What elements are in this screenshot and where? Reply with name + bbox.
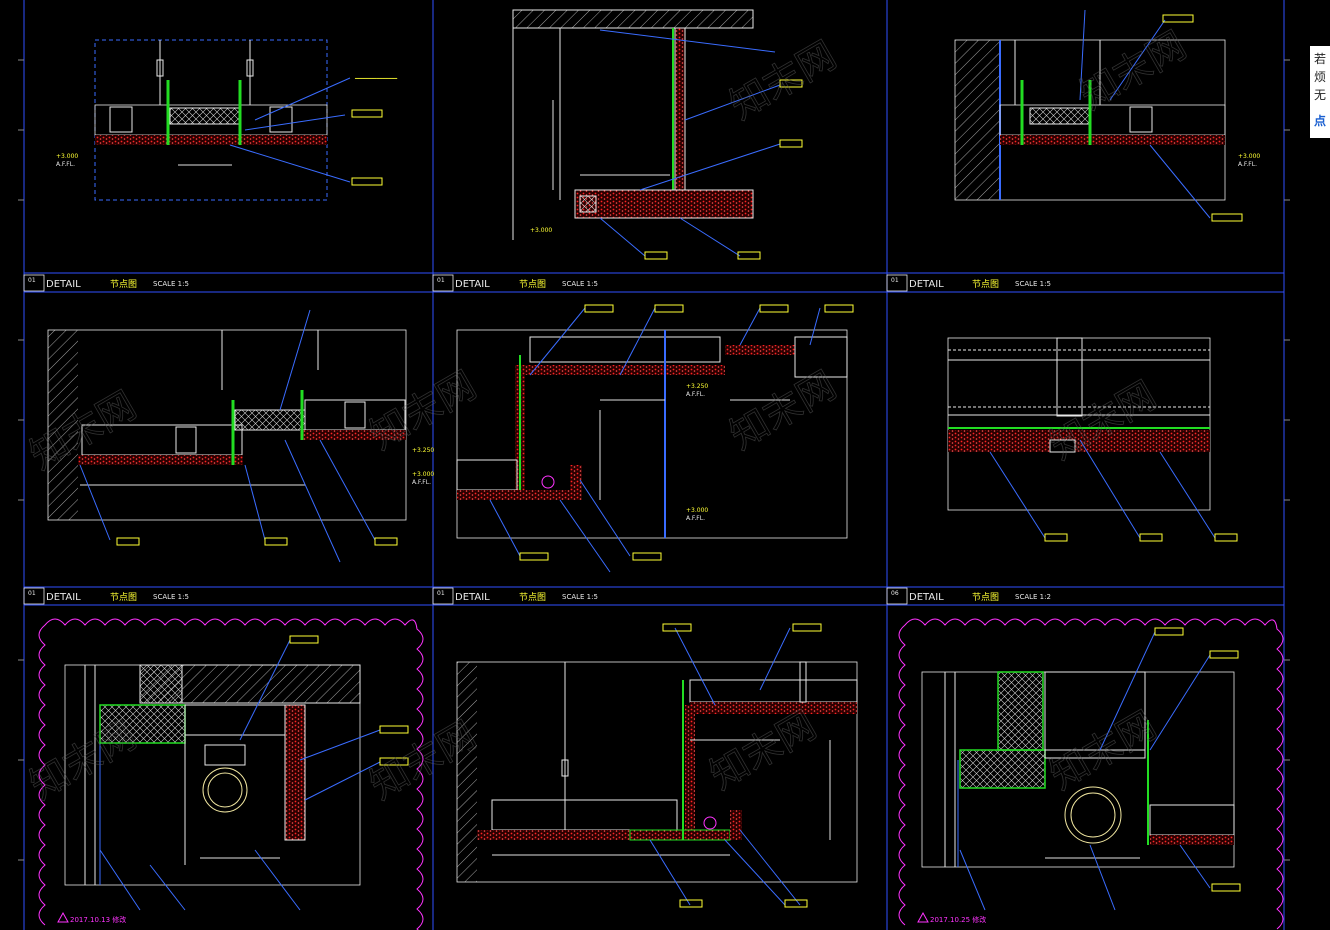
watermark: 知末网 (723, 33, 844, 128)
detail-drawing-1[interactable]: ━━━━━━━━━━━━━━ +3.000 A.F.FL. (56, 39, 398, 201)
watermark: 知末网 (363, 363, 484, 458)
detail-scale: SCALE 1:2 (1015, 593, 1051, 601)
watermark: 知末网 (723, 363, 844, 458)
detail-drawing-5[interactable]: +3.250 A.F.FL. +3.000 A.F.FL. (456, 304, 854, 573)
revision-cloud (898, 618, 1284, 930)
title-bar-6[interactable]: 06 DETAIL 节点图 SCALE 1:2 (886, 587, 1051, 605)
detail-scale: SCALE 1:5 (562, 593, 598, 601)
detail-drawing-4[interactable]: +3.250 +3.000 A.F.FL. (47, 309, 434, 563)
detail-cn-title: 节点图 (110, 279, 137, 290)
watermark: 知末网 (1073, 23, 1194, 118)
popup-text-line: 若 (1314, 52, 1327, 66)
level-mark: +3.000 (686, 507, 708, 514)
level-mark: +3.250 (686, 383, 708, 390)
popup-text-line: 无 (1314, 88, 1327, 102)
title-bar-1[interactable]: 01 DETAIL 节点图 SCALE 1:5 (23, 274, 189, 292)
detail-number: 01 (437, 277, 445, 284)
detail-title: DETAIL (909, 592, 944, 603)
detail-cn-title: 节点图 (972, 592, 999, 603)
level-mark: +3.000 (412, 471, 434, 478)
detail-cn-title: 节点图 (110, 592, 137, 603)
detail-cn-title: 节点图 (519, 592, 546, 603)
detail-scale: SCALE 1:5 (1015, 280, 1051, 288)
detail-title: DETAIL (455, 592, 490, 603)
detail-scale: SCALE 1:5 (562, 280, 598, 288)
detail-drawing-2[interactable]: +3.000 (512, 9, 803, 260)
detail-number: 01 (28, 590, 36, 597)
level-mark: +3.250 (412, 447, 434, 454)
detail-cn-title: 节点图 (519, 279, 546, 290)
detail-title: DETAIL (455, 279, 490, 290)
detail-number: 01 (437, 590, 445, 597)
sheet-frame (23, 0, 1285, 930)
level-ref: A.F.FL. (686, 515, 705, 522)
level-mark: +3.000 (530, 227, 552, 234)
detail-cn-title: 节点图 (972, 279, 999, 290)
level-ref: A.F.FL. (686, 391, 705, 398)
detail-title: DETAIL (46, 592, 81, 603)
watermark: 知末网 (23, 713, 144, 808)
revision-note: 2017.10.25 修改 (930, 915, 986, 924)
detail-drawing-9[interactable]: 2017.10.25 修改 (898, 618, 1284, 930)
watermark: 知末网 (1043, 373, 1164, 468)
popup-text-line: 烦 (1314, 70, 1327, 84)
title-bar-5[interactable]: 01 DETAIL 节点图 SCALE 1:5 (432, 587, 598, 605)
edge-ticks (18, 59, 1290, 861)
detail-number: 01 (891, 277, 899, 284)
level-ref: A.F.FL. (56, 161, 75, 168)
level-mark: +3.000 (1238, 153, 1260, 160)
detail-number: 06 (891, 590, 899, 597)
watermark: 知末网 (703, 703, 824, 798)
title-bar-3[interactable]: 01 DETAIL 节点图 SCALE 1:5 (886, 274, 1051, 292)
detail-number: 01 (28, 277, 36, 284)
detail-drawing-7[interactable]: 2017.10.13 修改 (38, 618, 424, 930)
detail-drawing-3[interactable]: +3.000 A.F.FL. (954, 9, 1260, 222)
detail-title: DETAIL (46, 279, 81, 290)
detail-drawing-8[interactable] (456, 623, 858, 908)
detail-drawing-6[interactable] (947, 337, 1238, 542)
detail-scale: SCALE 1:5 (153, 280, 189, 288)
popup-link[interactable]: 点 (1314, 114, 1327, 128)
level-mark: +3.000 (56, 153, 78, 160)
detail-title: DETAIL (909, 279, 944, 290)
title-bar-2[interactable]: 01 DETAIL 节点图 SCALE 1:5 (432, 274, 598, 292)
title-bar-4[interactable]: 01 DETAIL 节点图 SCALE 1:5 (23, 587, 189, 605)
side-popup-panel[interactable]: 若 烦 无 点 (1310, 46, 1330, 138)
revision-cloud (38, 618, 424, 930)
detail-scale: SCALE 1:5 (153, 593, 189, 601)
revision-note: 2017.10.13 修改 (70, 915, 126, 924)
svg-text:━━━━━━━━━━━━━━: ━━━━━━━━━━━━━━ (354, 76, 398, 82)
level-ref: A.F.FL. (412, 479, 431, 486)
watermark: 知末网 (1043, 703, 1164, 798)
level-ref: A.F.FL. (1238, 161, 1257, 168)
